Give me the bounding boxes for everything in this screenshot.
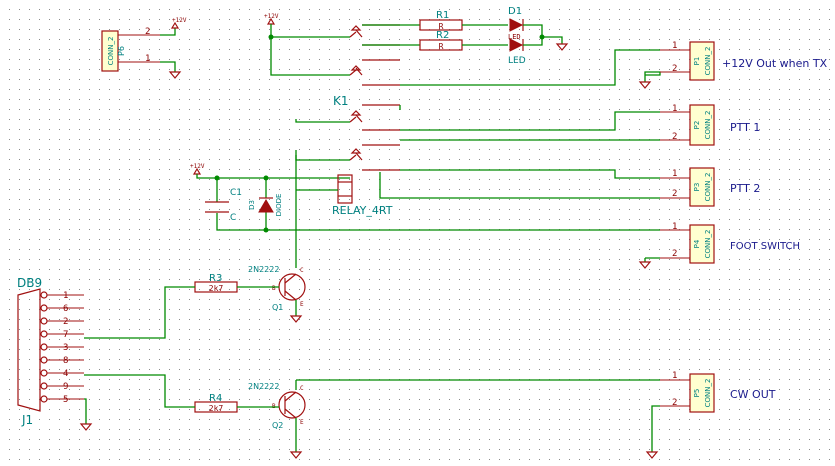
q1-pin-e: E — [300, 301, 304, 308]
p1-pin2: 2 — [672, 64, 677, 74]
d3-ref: D3 — [248, 200, 256, 210]
q1-ref: Q1 — [272, 303, 283, 312]
p5-pin1: 1 — [672, 371, 677, 381]
connector-p4[interactable]: 1 2 P4 CONN_2 — [660, 222, 715, 264]
ground-q1 — [289, 315, 303, 323]
net-label-ptt1: PTT 1 — [730, 121, 760, 134]
net-label-foot-switch: FOOT SWITCH — [730, 241, 800, 252]
connector-p6[interactable]: CONN_2 P6 2 1 — [101, 27, 160, 72]
relay-k1-coil[interactable]: RELAY_4RT — [332, 174, 393, 217]
p3-ref: P3 — [693, 183, 701, 192]
p5-ref: P5 — [693, 389, 701, 398]
ground-p1 — [638, 81, 652, 89]
j1-pin-label: 6 — [63, 304, 68, 314]
p1-pin1: 1 — [672, 41, 677, 51]
p6-ref: P6 — [117, 46, 126, 56]
svg-text:+12V: +12V — [264, 13, 279, 20]
p2-pin2: 2 — [672, 132, 677, 142]
connector-p2[interactable]: 1 2 P2 CONN_2 — [660, 104, 715, 146]
ground-q2 — [289, 451, 303, 459]
ground-j1 — [79, 423, 93, 431]
q2-pin-c: C — [300, 385, 304, 392]
ground-leds — [555, 43, 569, 51]
p2-value: CONN_2 — [704, 111, 712, 140]
power-12v-p6: +12V — [170, 17, 187, 29]
p2-ref: P2 — [693, 121, 701, 130]
r1-value: R — [439, 22, 444, 31]
d3-value: DIODE — [275, 194, 283, 217]
net-label-ptt2: PTT 2 — [730, 182, 760, 195]
p6-pin1: 1 — [145, 54, 150, 64]
p4-ref: P4 — [693, 239, 701, 248]
j1-pin-label: 7 — [63, 330, 68, 340]
svg-text:+12V: +12V — [172, 17, 187, 24]
r3-value: 2k7 — [209, 284, 224, 293]
r4-value: 2k7 — [209, 404, 224, 413]
db9-connector-j1[interactable]: 1 6 2 7 3 8 4 9 5 — [17, 288, 84, 412]
diode-d3[interactable]: D3 DIODE — [248, 194, 283, 217]
d1-ref: D1 — [508, 6, 522, 17]
svg-text:+12V: +12V — [190, 163, 205, 170]
connector-p5[interactable]: 1 2 P5 CONN_2 — [660, 371, 715, 413]
p5-value: CONN_2 — [704, 379, 712, 408]
r4-ref: R4 — [209, 393, 222, 404]
p5-pin2: 2 — [672, 398, 677, 408]
connector-p1[interactable]: 1 2 P1 CONN_2 — [660, 41, 715, 81]
j1-pin-label: 8 — [63, 356, 68, 366]
j1-pin-label: 2 — [63, 317, 68, 327]
p4-value: CONN_2 — [704, 230, 712, 259]
j1-pin-label: 3 — [63, 343, 68, 353]
net-label-12v-out: +12V Out when TX — [722, 57, 828, 70]
k1-ref: K1 — [333, 94, 349, 108]
p3-value: CONN_2 — [704, 173, 712, 202]
q2-ref: Q2 — [272, 421, 283, 430]
d1-value: LED — [508, 33, 521, 41]
ground-p6 — [168, 71, 182, 79]
r3-ref: R3 — [209, 273, 222, 284]
r2-value: R — [439, 42, 444, 51]
q1-value: 2N2222 — [248, 265, 279, 274]
d2-value: LED — [508, 56, 526, 66]
ground-p5 — [645, 451, 659, 459]
ground-p4 — [638, 261, 652, 269]
relay-k1-contacts — [349, 24, 400, 171]
p4-pin2: 2 — [672, 249, 677, 259]
j1-pin-label: 9 — [63, 382, 68, 392]
j1-pin-label: 5 — [63, 395, 68, 405]
r1-ref: R1 — [436, 10, 449, 21]
p3-pin2: 2 — [672, 189, 677, 199]
q2-pin-e: E — [300, 419, 304, 426]
p4-pin1: 1 — [672, 222, 677, 232]
p6-pin2: 2 — [145, 27, 150, 37]
p1-value: CONN_2 — [704, 47, 712, 76]
c1-ref: C1 — [230, 188, 242, 198]
k1-value: RELAY_4RT — [332, 204, 393, 217]
c1-value: C — [230, 213, 236, 223]
j1-pin-label: 4 — [63, 369, 68, 379]
capacitor-c1[interactable]: C1 C — [205, 188, 242, 223]
q1-pin-b: B — [272, 285, 276, 292]
p3-pin1: 1 — [672, 169, 677, 179]
p2-pin1: 1 — [672, 104, 677, 114]
q1-pin-c: C — [300, 267, 304, 274]
r2-ref: R2 — [436, 30, 449, 41]
p1-ref: P1 — [693, 57, 701, 66]
j1-pin-label: 1 — [63, 291, 68, 301]
q2-value: 2N2222 — [248, 382, 279, 391]
connector-p3[interactable]: 1 2 P3 CONN_2 — [660, 167, 715, 207]
net-label-cw-out: CW OUT — [730, 388, 776, 401]
p6-value: CONN_2 — [107, 37, 115, 66]
j1-ref: J1 — [21, 413, 33, 427]
j1-value: DB9 — [17, 276, 42, 290]
